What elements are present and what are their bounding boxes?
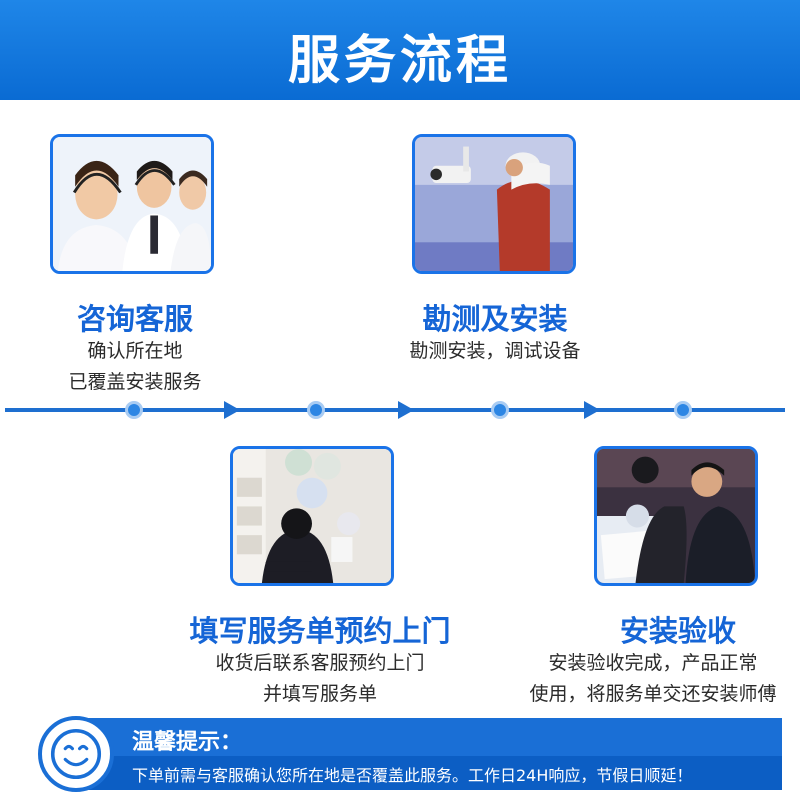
notice-text: 下单前需与客服确认您所在地是否覆盖此服务。工作日24H响应，节假日顺延！ bbox=[132, 766, 693, 785]
step-consult-line-1: 确认所在地 bbox=[87, 340, 183, 362]
step-acceptance-title: 安装验收 bbox=[619, 614, 736, 648]
timeline-dot-4 bbox=[674, 401, 692, 419]
notice-text-strip bbox=[68, 756, 782, 790]
step-appointment-description: 收货后联系客服预约上门 并填写服务单 bbox=[175, 648, 465, 710]
timeline-arrow-3 bbox=[584, 401, 600, 419]
step-install-description: 勘测安装，调试设备 bbox=[380, 336, 610, 367]
timeline-dot-1 bbox=[125, 401, 143, 419]
step-appointment-title: 填写服务单预约上门 bbox=[189, 614, 451, 648]
step-install-title: 勘测及安装 bbox=[422, 302, 568, 336]
header-banner: 服务流程 bbox=[0, 0, 800, 100]
page-title: 服务流程 bbox=[287, 31, 512, 91]
notice-title: 温馨提示： bbox=[132, 730, 243, 755]
notice-banner: 温馨提示： 下单前需与客服确认您所在地是否覆盖此服务。工作日24H响应，节假日顺… bbox=[38, 716, 782, 792]
step-consult-line-2: 已覆盖安装服务 bbox=[68, 371, 202, 393]
step-acceptance-line-2: 使用，将服务单交还安装师傅 bbox=[529, 683, 777, 705]
customer-service-agents-photo bbox=[50, 134, 214, 274]
step-install-line-1: 勘测安装，调试设备 bbox=[409, 340, 581, 362]
store-display-photo bbox=[230, 446, 394, 586]
timeline-dot-2 bbox=[307, 401, 325, 419]
step-acceptance-line-1: 安装验收完成，产品正常 bbox=[548, 652, 758, 674]
step-acceptance-description: 安装验收完成，产品正常 使用，将服务单交还安装师傅 bbox=[508, 648, 798, 710]
step-appointment-line-1: 收货后联系客服预约上门 bbox=[215, 652, 425, 674]
technicians-signing-photo bbox=[594, 446, 758, 586]
process-timeline bbox=[5, 408, 785, 412]
camera-installation-photo bbox=[412, 134, 576, 274]
step-consult-title: 咨询客服 bbox=[76, 302, 193, 336]
timeline-arrow-1 bbox=[224, 401, 240, 419]
step-appointment-line-2: 并填写服务单 bbox=[262, 683, 377, 705]
timeline-dot-3 bbox=[491, 401, 509, 419]
timeline-arrow-2 bbox=[398, 401, 414, 419]
step-consult-description: 确认所在地 已覆盖安装服务 bbox=[30, 336, 240, 398]
smiley-face-icon bbox=[38, 716, 114, 792]
